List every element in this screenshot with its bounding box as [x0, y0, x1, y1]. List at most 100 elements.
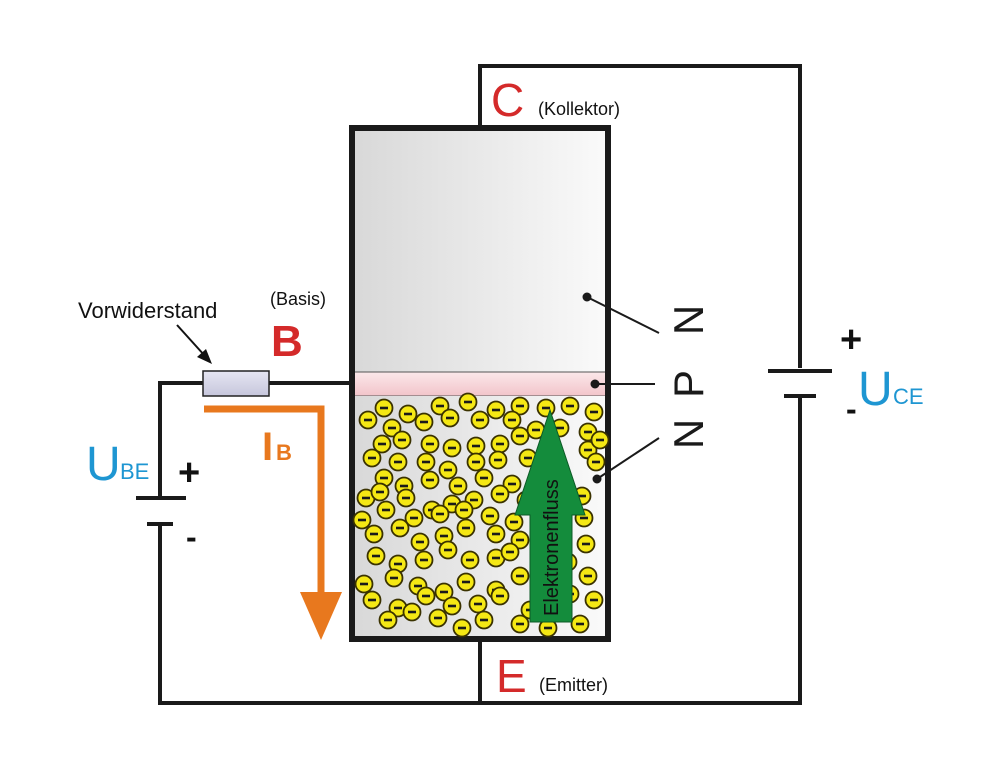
collector-wire — [478, 64, 802, 368]
electron — [486, 400, 506, 420]
base-current-label: I B — [262, 425, 292, 469]
electron-minus-sign — [516, 574, 524, 578]
uce-main: U — [858, 363, 893, 416]
electron-minus-sign — [566, 404, 574, 408]
electron — [434, 582, 454, 602]
electron-minus-sign — [426, 478, 434, 482]
electron — [388, 452, 408, 472]
electron-minus-sign — [388, 426, 396, 430]
electron-minus-sign — [578, 494, 586, 498]
electron-minus-sign — [370, 532, 378, 536]
electron — [376, 500, 396, 520]
electron-minus-sign — [358, 518, 366, 522]
electron-minus-sign — [394, 606, 402, 610]
npn-labels: N P N — [665, 305, 712, 449]
electron — [466, 452, 486, 472]
electron — [370, 482, 390, 502]
electron — [414, 412, 434, 432]
electron-minus-sign — [492, 408, 500, 412]
electron — [362, 590, 382, 610]
electron-minus-sign — [410, 516, 418, 520]
electron-minus-sign — [590, 598, 598, 602]
ube-sub: BE — [120, 459, 149, 484]
electron-minus-sign — [384, 618, 392, 622]
electron — [488, 450, 508, 470]
electron-minus-sign — [516, 538, 524, 542]
ube-plus-sign: + — [178, 452, 200, 494]
electron — [584, 402, 604, 422]
electron-minus-sign — [380, 476, 388, 480]
electron-minus-sign — [542, 406, 550, 410]
electron — [420, 470, 440, 490]
electron-minus-sign — [398, 438, 406, 442]
electron — [448, 476, 468, 496]
electron — [372, 434, 392, 454]
electron — [576, 534, 596, 554]
electron-minus-sign — [596, 438, 604, 442]
electron-minus-sign — [378, 442, 386, 446]
electron-minus-sign — [400, 484, 408, 488]
electron — [378, 610, 398, 630]
base-current-path — [204, 405, 325, 600]
layer-pointers — [582, 292, 660, 484]
electron-minus-sign — [394, 562, 402, 566]
electron — [452, 618, 472, 638]
electron-minus-sign — [436, 404, 444, 408]
electron-minus-sign — [460, 508, 468, 512]
emitter-name: (Emitter) — [539, 675, 608, 695]
collector-name: (Kollektor) — [538, 99, 620, 119]
pointer-dot-p — [590, 379, 600, 389]
electron — [352, 510, 372, 530]
ube-battery — [136, 496, 186, 526]
pointer-line-n-bottom — [596, 437, 660, 480]
electron-minus-sign — [382, 508, 390, 512]
electron — [586, 452, 606, 472]
electron-minus-sign — [448, 502, 456, 506]
electron-minus-sign — [380, 406, 388, 410]
electron-minus-sign — [448, 604, 456, 608]
electron-minus-sign — [480, 618, 488, 622]
electron-minus-sign — [444, 468, 452, 472]
electron-minus-sign — [454, 484, 462, 488]
electron — [410, 532, 430, 552]
electron-minus-sign — [516, 404, 524, 408]
electron — [390, 518, 410, 538]
electron — [430, 396, 450, 416]
electron-minus-sign — [510, 520, 518, 524]
electron-minus-sign — [408, 610, 416, 614]
electron — [404, 508, 424, 528]
electron-minus-sign — [492, 532, 500, 536]
electron-minus-sign — [440, 590, 448, 594]
electron-minus-sign — [362, 496, 370, 500]
electron — [510, 426, 530, 446]
electron-minus-sign — [376, 490, 384, 494]
pointer-line-n-top — [586, 296, 660, 334]
electron-minus-sign — [582, 542, 590, 546]
electron — [502, 410, 522, 430]
uce-plus-sign: + — [840, 319, 862, 361]
electron — [456, 572, 476, 592]
base-current-sub: B — [276, 440, 292, 465]
electron-minus-sign — [444, 548, 452, 552]
electron — [354, 574, 374, 594]
electron-minus-sign — [496, 492, 504, 496]
electron — [502, 474, 522, 494]
electron-minus-sign — [440, 534, 448, 538]
electron-minus-sign — [364, 418, 372, 422]
electron — [500, 542, 520, 562]
electrons-group — [352, 392, 610, 638]
electron-minus-sign — [458, 626, 466, 630]
electron-flow-label: Elektronenfluss — [541, 479, 563, 616]
electron-minus-sign — [580, 516, 588, 520]
electron-minus-sign — [368, 598, 376, 602]
electron-minus-sign — [508, 418, 516, 422]
electron — [440, 408, 460, 428]
electron-minus-sign — [404, 412, 412, 416]
electron — [510, 566, 530, 586]
uce-battery — [768, 369, 832, 398]
vorwiderstand-resistor — [202, 370, 270, 397]
electron-minus-sign — [474, 602, 482, 606]
electron-minus-sign — [476, 418, 484, 422]
base-label: (Basis) B — [270, 289, 326, 366]
